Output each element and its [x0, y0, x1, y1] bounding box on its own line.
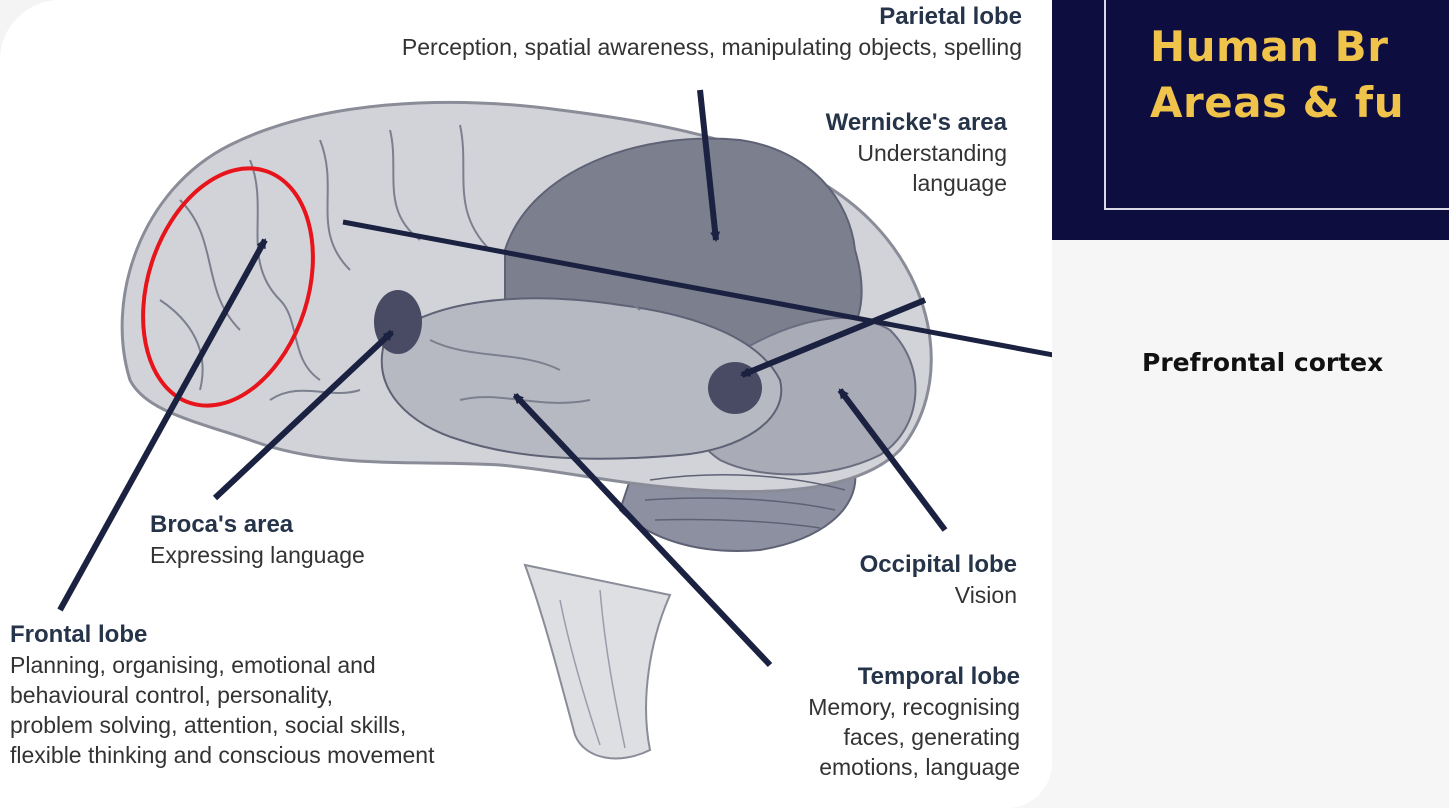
wernicke-desc-2: language: [826, 168, 1007, 198]
occipital-name: Occipital lobe: [860, 550, 1017, 580]
temporal-label: Temporal lobe Memory, recognising faces,…: [808, 662, 1020, 782]
wernicke-name: Wernicke's area: [826, 108, 1007, 138]
brain-stem: [525, 565, 670, 758]
frontal-name: Frontal lobe: [10, 620, 434, 650]
broca-label: Broca's area Expressing language: [150, 510, 365, 570]
prefrontal-cortex-label: Prefrontal cortex: [1142, 348, 1383, 377]
brain-diagram-card: Parietal lobe Perception, spatial awaren…: [0, 0, 1052, 808]
temporal-desc-2: faces, generating: [808, 722, 1020, 752]
title-line-2: Areas & fu: [1150, 78, 1404, 127]
occipital-label: Occipital lobe Vision: [860, 550, 1017, 610]
wernicke-desc-1: Understanding: [826, 138, 1007, 168]
parietal-name: Parietal lobe: [402, 2, 1022, 32]
broca-name: Broca's area: [150, 510, 365, 540]
temporal-name: Temporal lobe: [808, 662, 1020, 692]
frontal-desc-1: Planning, organising, emotional and: [10, 650, 434, 680]
broca-desc: Expressing language: [150, 540, 365, 570]
parietal-desc: Perception, spatial awareness, manipulat…: [402, 32, 1022, 62]
frontal-desc-2: behavioural control, personality,: [10, 680, 434, 710]
title-box: Human Br Areas & fu: [1104, 0, 1449, 210]
title-line-1: Human Br: [1150, 22, 1388, 71]
frontal-desc-3: problem solving, attention, social skill…: [10, 710, 434, 740]
wernicke-label: Wernicke's area Understanding language: [826, 108, 1007, 198]
frontal-label: Frontal lobe Planning, organising, emoti…: [10, 620, 434, 770]
frontal-desc-4: flexible thinking and conscious movement: [10, 740, 434, 770]
temporal-desc-3: emotions, language: [808, 752, 1020, 782]
parietal-label: Parietal lobe Perception, spatial awaren…: [402, 2, 1022, 62]
temporal-desc-1: Memory, recognising: [808, 692, 1020, 722]
occipital-desc: Vision: [860, 580, 1017, 610]
